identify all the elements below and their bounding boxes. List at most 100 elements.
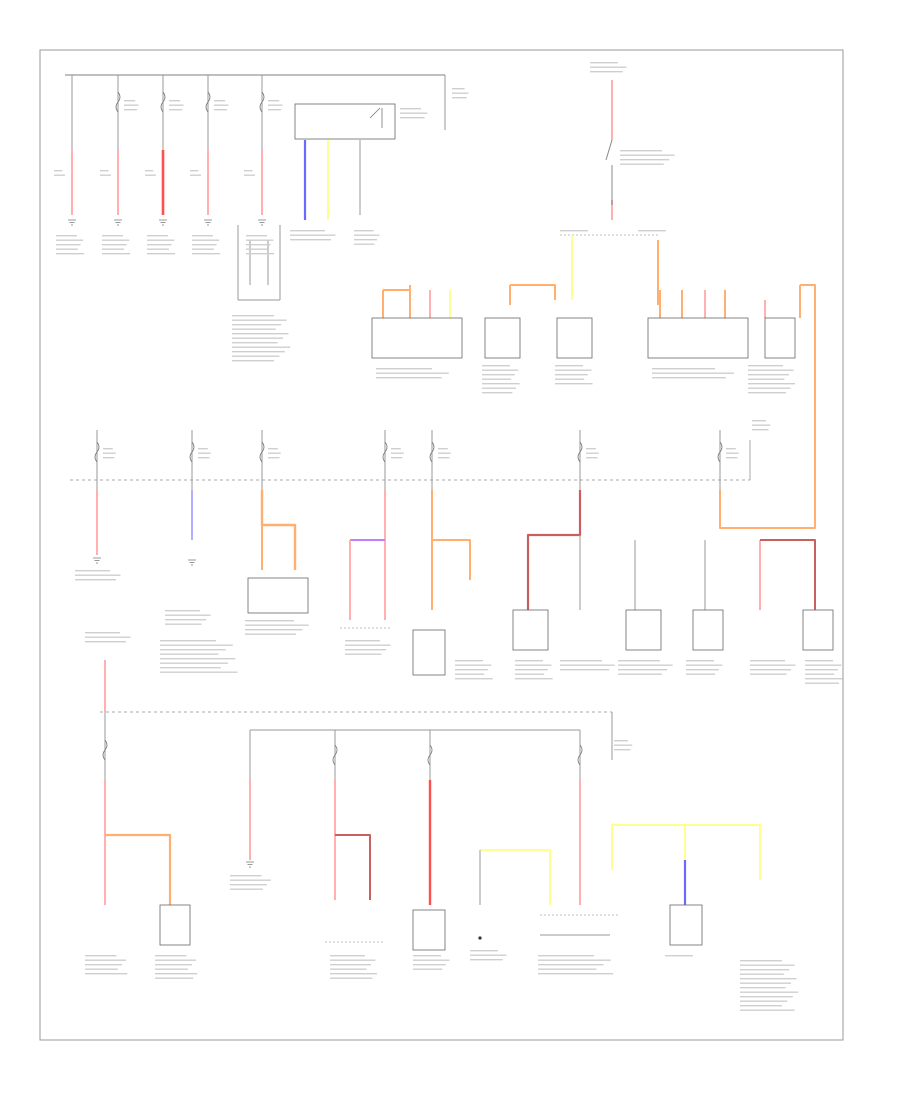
label-mark [482, 369, 519, 371]
label-mark [482, 387, 516, 389]
label-mark [268, 457, 280, 459]
label-mark [165, 619, 206, 621]
label-mark [232, 328, 276, 330]
label-mark [748, 369, 794, 371]
module-loop-wire [719, 284, 816, 529]
label-mark [538, 959, 611, 961]
fuse-symbol [427, 744, 433, 766]
label-mark [232, 319, 287, 321]
label-mark [590, 62, 618, 64]
label-mark [190, 170, 199, 172]
label-mark [232, 324, 282, 326]
label-mark [230, 884, 267, 886]
label-mark [618, 673, 662, 675]
module-low-b [412, 909, 446, 951]
label-mark [232, 346, 291, 348]
label-mark [455, 664, 492, 666]
label-mark [268, 109, 282, 111]
fuse-symbol [382, 441, 388, 463]
label-mark [100, 174, 111, 176]
label-mark [160, 649, 226, 651]
label-mark [56, 239, 84, 241]
label-mark [750, 669, 791, 671]
label-mark [726, 457, 738, 459]
label-mark [192, 235, 213, 237]
label-mark [147, 239, 175, 241]
label-mark [354, 239, 377, 241]
label-mark [160, 658, 236, 660]
label-mark [192, 253, 221, 255]
label-mark [103, 457, 115, 459]
label-mark [482, 392, 513, 394]
label-mark [652, 368, 715, 370]
mid-wire [760, 539, 816, 610]
module-mid-a [247, 577, 309, 614]
fuse-symbol [577, 441, 583, 463]
label-mark [555, 365, 583, 367]
label-mark [400, 117, 425, 119]
label-mark [124, 104, 139, 106]
label-mark [805, 664, 842, 666]
label-mark [665, 955, 693, 957]
label-mark [244, 174, 255, 176]
label-mark [214, 100, 226, 102]
component-layer [54, 62, 843, 1011]
label-mark [560, 660, 602, 662]
label-mark [805, 669, 838, 671]
label-mark [56, 248, 78, 250]
label-mark [686, 673, 716, 675]
label-mark [614, 740, 628, 742]
label-mark [538, 955, 594, 957]
label-mark [268, 448, 278, 450]
label-mark [245, 629, 303, 631]
label-mark [391, 457, 403, 459]
label-mark [748, 374, 789, 376]
switch-symbol [369, 107, 383, 128]
module-mid-f [802, 609, 834, 651]
label-mark [345, 640, 380, 642]
wire-layer [65, 74, 816, 943]
module-mid-b [412, 629, 446, 676]
module-small-b [556, 317, 593, 359]
label-mark [638, 230, 666, 232]
label-mark [102, 248, 124, 250]
label-mark [160, 667, 221, 669]
label-mark [586, 452, 599, 454]
label-mark [290, 234, 336, 236]
label-mark [555, 383, 593, 385]
label-mark [740, 991, 799, 993]
fuse-symbol [94, 441, 100, 463]
diagram-border [39, 49, 844, 1041]
label-mark [268, 104, 283, 106]
label-mark [246, 248, 268, 250]
label-mark [145, 174, 156, 176]
label-mark [214, 109, 228, 111]
label-mark [618, 660, 660, 662]
label-mark [620, 154, 675, 156]
label-mark [124, 100, 136, 102]
label-mark [590, 66, 627, 68]
label-mark [245, 633, 297, 635]
label-mark [376, 372, 449, 374]
label-mark [232, 337, 283, 339]
label-mark [652, 372, 734, 374]
label-mark [190, 174, 201, 176]
label-mark [400, 108, 421, 110]
label-mark [268, 452, 281, 454]
label-mark [805, 682, 839, 684]
label-mark [85, 955, 117, 957]
label-mark [147, 235, 168, 237]
label-mark [455, 678, 493, 680]
mid-wire [431, 490, 471, 580]
label-mark [354, 243, 375, 245]
label-mark [330, 959, 376, 961]
label-mark [102, 235, 123, 237]
label-mark [618, 669, 668, 671]
ground-symbol [258, 219, 266, 226]
label-mark [192, 248, 214, 250]
label-mark [102, 239, 130, 241]
label-mark [482, 374, 515, 376]
label-mark [740, 1000, 788, 1002]
label-mark [232, 333, 289, 335]
